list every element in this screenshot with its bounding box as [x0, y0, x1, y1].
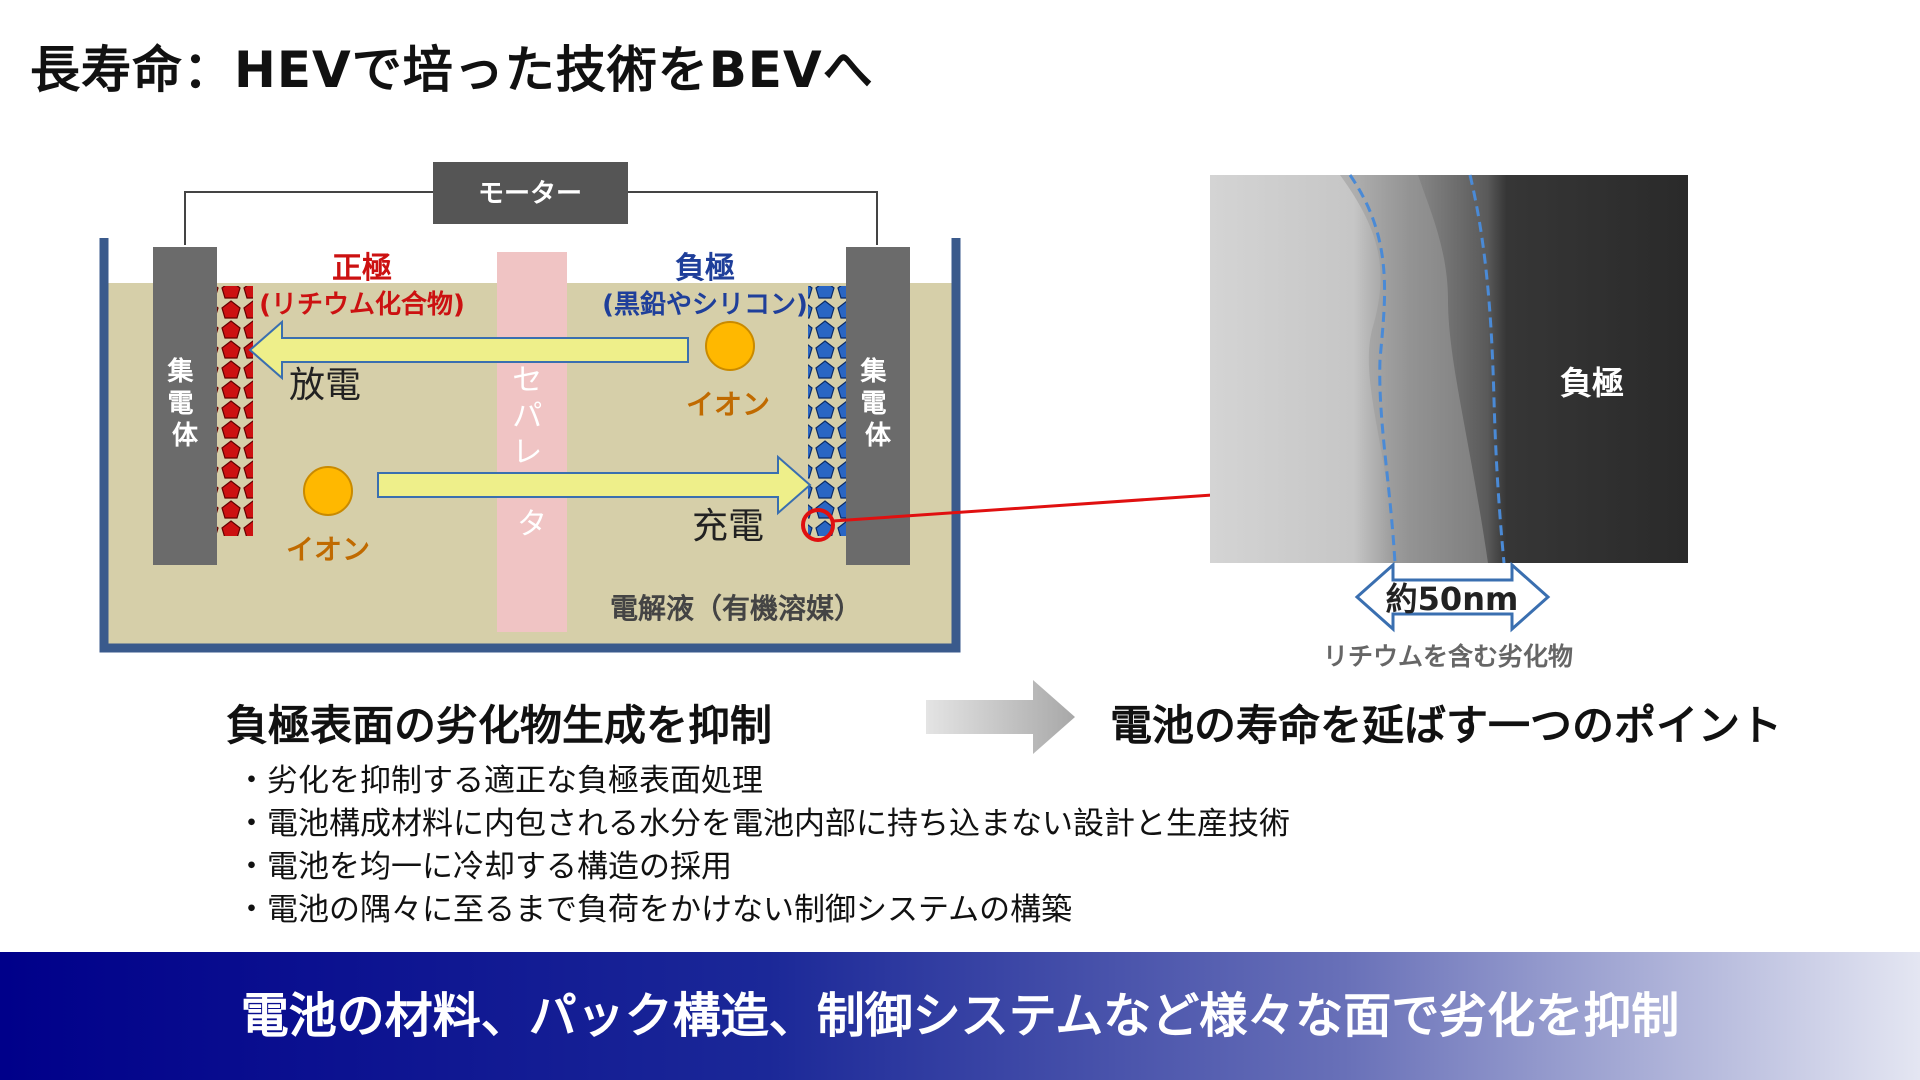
collector-right — [846, 247, 910, 565]
positive-electrode-sublabel: (リチウム化合物) — [259, 289, 465, 320]
bullet-list: 劣化を抑制する適正な負極表面処理 電池構成材料に内包される水分を電池内部に持ち込… — [236, 760, 1290, 932]
charge-label: 充電 — [692, 506, 764, 547]
summary-banner: 電池の材料、パック構造、制御システムなど様々な面で劣化を抑制 — [0, 952, 1920, 1080]
ion-right — [705, 321, 755, 371]
bullet-item: 劣化を抑制する適正な負極表面処理 — [236, 760, 1290, 803]
scale-value: 約50nm — [1386, 580, 1519, 618]
negative-electrode-label: 負極 — [675, 251, 735, 286]
tem-micrograph — [1210, 174, 1688, 564]
positive-electrode-material — [217, 286, 253, 536]
collector-left — [153, 247, 217, 565]
ion-left — [303, 466, 353, 516]
bullet-item: 電池の隅々に至るまで負荷をかけない制御システムの構築 — [236, 889, 1290, 932]
motor-wire-right — [625, 191, 878, 245]
motor-label: モーター — [478, 179, 582, 209]
motor-wire-left — [184, 191, 435, 245]
scale-caption: リチウムを含む劣化物 — [1323, 642, 1573, 671]
page-title: 長寿命：HEVで培った技術をBEVへ — [30, 41, 874, 99]
highlight-circle — [801, 508, 835, 542]
ion-left-label: イオン — [286, 533, 370, 566]
separator-label: セ パ レ ー タ — [512, 363, 552, 542]
micrograph-label: 負極 — [1560, 364, 1624, 402]
heading-right: 電池の寿命を延ばす一つのポイント — [1110, 701, 1783, 750]
electrolyte-label: 電解液（有機溶媒） — [610, 592, 862, 625]
transition-arrow — [926, 680, 1075, 754]
negative-electrode-material — [808, 286, 846, 536]
charge-arrow — [377, 454, 812, 516]
bullet-item: 電池構成材料に内包される水分を電池内部に持ち込まない設計と生産技術 — [236, 803, 1290, 846]
separator — [497, 252, 567, 632]
battery-container — [99, 238, 961, 653]
positive-electrode-label: 正極 — [332, 251, 392, 286]
discharge-label: 放電 — [289, 365, 361, 406]
motor-box — [433, 162, 628, 224]
discharge-arrow — [248, 319, 689, 381]
bullet-item: 電池を均一に冷却する構造の採用 — [236, 846, 1290, 889]
collector-left-label: 集 電 体 — [166, 356, 202, 451]
ion-right-label: イオン — [686, 388, 770, 421]
heading-left: 負極表面の劣化物生成を抑制 — [226, 701, 773, 750]
negative-electrode-sublabel: (黒鉛やシリコン) — [602, 289, 808, 320]
scale-arrow — [1354, 561, 1551, 633]
summary-banner-text: 電池の材料、パック構造、制御システムなど様々な面で劣化を抑制 — [240, 988, 1680, 1044]
collector-right-label: 集 電 体 — [859, 356, 895, 451]
